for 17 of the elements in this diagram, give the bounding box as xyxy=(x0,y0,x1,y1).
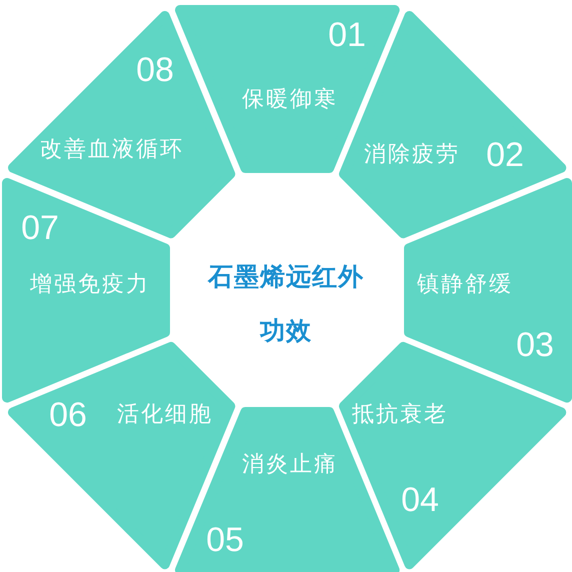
segment-label: 保暖御寒 xyxy=(242,89,338,111)
segment-number: 01 xyxy=(328,18,366,52)
segment-number: 07 xyxy=(21,210,59,245)
segment-label: 镇静舒缓 xyxy=(417,274,513,296)
segment-label: 改善血液循环 xyxy=(40,138,184,161)
segment-label: 抵抗衰老 xyxy=(352,404,448,426)
center-title: 石墨烯远红外功效 xyxy=(206,261,365,347)
segment-number: 06 xyxy=(49,398,87,432)
segment-number: 08 xyxy=(136,52,174,87)
segment-label: 活化细胞 xyxy=(116,404,213,426)
segment-label: 消炎止痛 xyxy=(242,454,338,476)
segment-number: 02 xyxy=(486,138,524,172)
segment-number: 03 xyxy=(516,328,554,362)
segment-number: 04 xyxy=(401,482,439,517)
segment-number: 05 xyxy=(206,523,244,557)
segment-label: 消除疲劳 xyxy=(364,144,460,166)
segment-label: 增强免疫力 xyxy=(30,274,150,296)
